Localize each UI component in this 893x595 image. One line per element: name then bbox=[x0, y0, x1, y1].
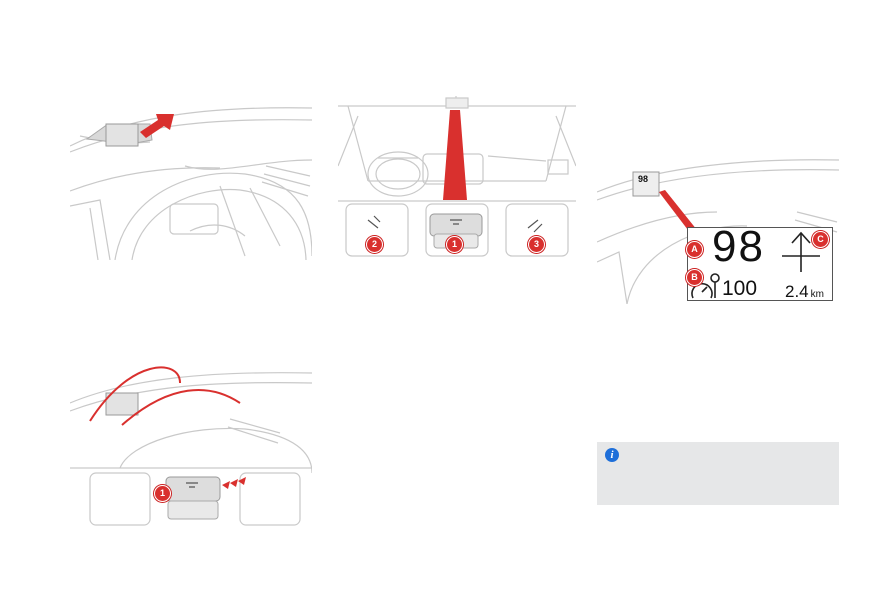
callout-badge: 1 bbox=[446, 236, 463, 253]
callout-badge: 1 bbox=[154, 485, 171, 502]
hud-adjust-icon bbox=[367, 215, 543, 233]
figure-hud-retract: 1 bbox=[70, 363, 312, 528]
info-icon: i bbox=[605, 448, 619, 462]
arrow-indicator-icon bbox=[140, 114, 174, 138]
hud-mini-speed: 98 bbox=[638, 174, 649, 184]
figure-hud-dashboard bbox=[70, 96, 312, 260]
speed-limit-icon bbox=[691, 273, 720, 299]
hud-adjust-icon bbox=[186, 482, 198, 488]
callout-badge: B bbox=[686, 269, 703, 286]
info-panel: i bbox=[597, 442, 839, 505]
hud-speed-limit: 100 bbox=[722, 277, 758, 300]
callout-badge: C bbox=[812, 231, 829, 248]
callout-badge: A bbox=[686, 241, 703, 258]
direction-arrow-icon bbox=[782, 231, 820, 272]
figure-hud-controls: 2 1 3 bbox=[338, 96, 576, 260]
callout-badge: 3 bbox=[528, 236, 545, 253]
hud-current-speed: 98 bbox=[712, 222, 765, 271]
callout-badge: 2 bbox=[366, 236, 383, 253]
